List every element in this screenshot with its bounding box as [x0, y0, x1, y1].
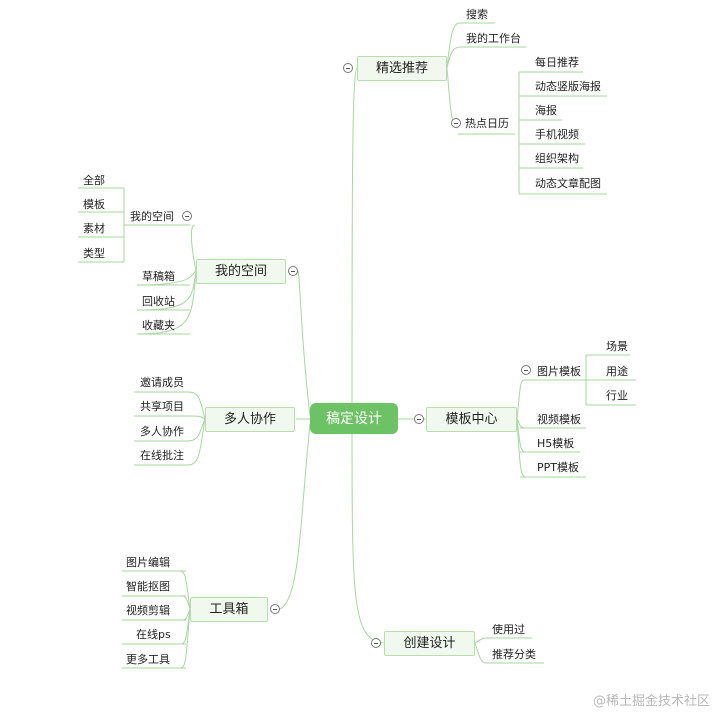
leaf-zhineng-koutu[interactable]: 智能抠图: [126, 580, 170, 593]
leaf-wode-gongzuotai[interactable]: 我的工作台: [466, 32, 521, 45]
leaf-changjing[interactable]: 场景: [606, 340, 628, 353]
collapse-toggle-hot[interactable]: [451, 118, 461, 128]
node-wode-kongjian-sub[interactable]: 我的空间: [130, 210, 174, 223]
watermark-text: @稀土掘金技术社区: [592, 694, 710, 709]
leaf-zuzhi-jiagou[interactable]: 组织架构: [535, 152, 579, 165]
leaf-sousuo[interactable]: 搜索: [466, 8, 488, 21]
leaf-ppt-moban[interactable]: PPT模板: [537, 461, 579, 474]
collapse-toggle-chuangjian[interactable]: [371, 638, 381, 648]
leaf-shouji-shipin[interactable]: 手机视频: [535, 128, 579, 141]
collapse-toggle-moban[interactable]: [414, 414, 424, 424]
branch-gongjuxiang[interactable]: 工具箱: [190, 597, 268, 622]
leaf-duoren-xiezuo[interactable]: 多人协作: [140, 425, 184, 438]
node-redian-rili[interactable]: 热点日历: [465, 117, 509, 130]
root-node[interactable]: 稿定设计: [310, 403, 398, 434]
leaf-shiyongguo[interactable]: 使用过: [492, 623, 525, 636]
leaf-shipin-moban[interactable]: 视频模板: [537, 413, 581, 426]
collapse-toggle-gongjuxiang[interactable]: [270, 604, 280, 614]
leaf-haibao[interactable]: 海报: [535, 104, 557, 117]
collapse-toggle-jingxuan[interactable]: [343, 63, 353, 73]
leaf-yongtu[interactable]: 用途: [606, 365, 628, 378]
leaf-dongtai-shuban-haibao[interactable]: 动态竖版海报: [535, 80, 601, 93]
leaf-tuijian-fenlei[interactable]: 推荐分类: [492, 648, 536, 661]
leaf-h5-moban[interactable]: H5模板: [537, 437, 575, 450]
branch-wode-kongjian[interactable]: 我的空间: [196, 259, 286, 284]
leaf-caogaoxiang[interactable]: 草稿箱: [142, 270, 175, 283]
leaf-tupian-bianji[interactable]: 图片编辑: [126, 556, 170, 569]
leaf-sucai[interactable]: 素材: [83, 222, 105, 235]
leaf-yaoqing-chengyuan[interactable]: 邀请成员: [140, 376, 184, 389]
leaf-huishouzhan[interactable]: 回收站: [142, 295, 175, 308]
leaf-zaixian-ps[interactable]: 在线ps: [136, 628, 171, 641]
branch-jingxuan-tuijian[interactable]: 精选推荐: [357, 56, 447, 81]
leaf-hangye[interactable]: 行业: [606, 389, 628, 402]
leaf-gengduo-gongju[interactable]: 更多工具: [126, 653, 170, 666]
leaf-quanbu[interactable]: 全部: [83, 174, 105, 187]
branch-duoren-xiezuo[interactable]: 多人协作: [205, 407, 295, 432]
collapse-toggle-wode-kongjian[interactable]: [288, 266, 298, 276]
leaf-leixing[interactable]: 类型: [83, 247, 105, 260]
collapse-toggle-tupian-moban[interactable]: [521, 365, 531, 375]
leaf-gongxiang-xiangmu[interactable]: 共享项目: [140, 400, 184, 413]
leaf-dongtai-wenzhang-peitu[interactable]: 动态文章配图: [535, 177, 601, 190]
leaf-shipin-jianji[interactable]: 视频剪辑: [126, 604, 170, 617]
leaf-zaixian-pizhu[interactable]: 在线批注: [140, 449, 184, 462]
leaf-muban[interactable]: 模板: [83, 198, 105, 211]
collapse-toggle-wode-kongjian-sub[interactable]: [182, 211, 192, 221]
branch-moban-zhongxin[interactable]: 模板中心: [426, 407, 517, 432]
leaf-shoucangjia[interactable]: 收藏夹: [142, 319, 175, 332]
leaf-meiri-tuijian[interactable]: 每日推荐: [535, 56, 579, 69]
branch-chuangjian-sheji[interactable]: 创建设计: [384, 631, 475, 656]
node-tupian-moban[interactable]: 图片模板: [537, 365, 581, 378]
